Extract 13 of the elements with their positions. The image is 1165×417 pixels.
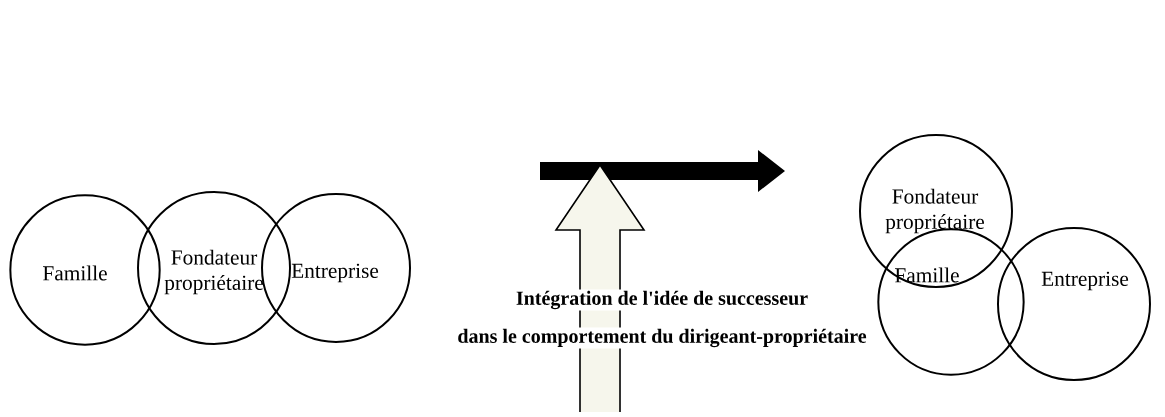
circle [137,191,291,345]
caption-text: Intégration de l'idée de successeur [514,289,810,311]
caption-text: dans le comportement du dirigeant-propriétaire [456,327,868,349]
circle-label: Fondateur propriétaire [164,249,264,295]
circle-label: Entreprise [291,263,379,283]
circle [9,194,161,346]
circle-label: Famille [43,265,107,281]
circle-label: Fondateur propriétaire [885,188,984,234]
circle [997,227,1151,381]
circle-label: Famille [895,267,959,283]
circle [261,193,411,343]
circle-label: Entreprise [1041,271,1129,291]
circle [859,134,1013,288]
